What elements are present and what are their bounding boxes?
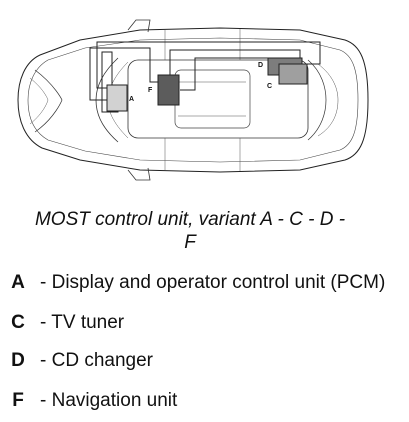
car-body-outline — [17, 27, 369, 173]
diagram-caption: MOST control unit, variant A - C - D - F — [0, 208, 380, 254]
hood-line — [34, 69, 63, 133]
unit-f-box — [157, 74, 180, 106]
roof-outline — [127, 59, 309, 139]
car-body-inner-outline — [27, 37, 359, 163]
rear-window — [317, 63, 339, 137]
legend-text: - TV tuner — [40, 312, 125, 333]
legend-text: - CD changer — [40, 350, 153, 371]
legend-key: A — [11, 272, 25, 293]
caption-line-2: F — [184, 232, 196, 253]
legend-key: C — [11, 312, 25, 333]
unit-f-label: F — [148, 87, 153, 94]
hood-line — [29, 77, 49, 125]
unit-d-label: D — [258, 62, 263, 69]
rear-window — [307, 59, 327, 141]
legend-text: - Display and operator control unit (PCM… — [40, 272, 386, 293]
legend-text: - Navigation unit — [40, 390, 178, 411]
left-mirror — [127, 19, 151, 33]
unit-a-box — [106, 84, 128, 112]
unit-c-label: C — [267, 83, 272, 90]
caption-line-1: MOST control unit, variant A - C - D - — [34, 209, 346, 230]
legend-key: D — [11, 350, 25, 371]
sunroof — [174, 69, 251, 129]
right-mirror — [127, 167, 151, 181]
unit-c-box — [278, 63, 308, 85]
legend-key: F — [12, 390, 24, 411]
unit-a-label: A — [129, 96, 134, 103]
car-topview-diagram: A F D C — [17, 19, 369, 181]
